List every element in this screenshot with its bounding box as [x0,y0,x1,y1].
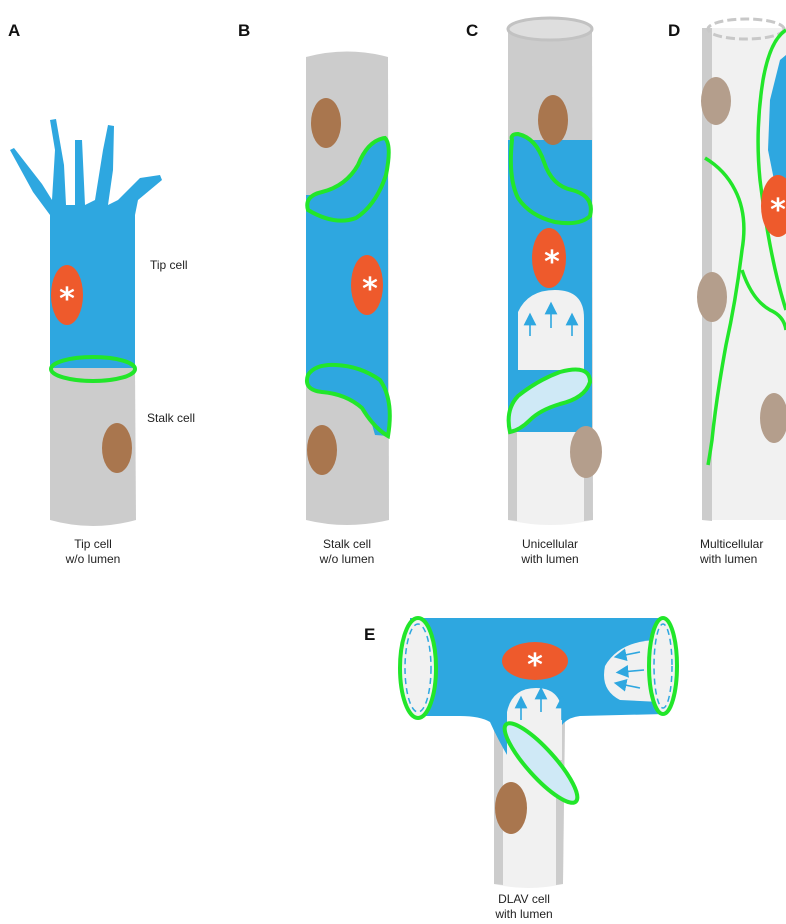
caption-b-line-2: w/o lumen [319,552,375,566]
panel-a: A * Tip cell Stalk cell Tip cell w/o lum… [8,21,195,566]
nucleus-faded [701,77,731,125]
caption-d-line-1: Multicellular [700,537,763,551]
panel-letter-e: E [364,625,375,644]
caption-c-line-2: with lumen [520,552,578,566]
lumen-pocket [518,290,584,370]
nucleus-asterisk: * [59,282,75,317]
tip-cell-body [10,119,162,368]
panel-letter-d: D [668,21,680,40]
junction-ring-right [649,618,677,714]
nucleus-stem [495,782,527,834]
caption-b-line-1: Stalk cell [323,537,371,551]
panel-b: B * Stalk cell w/o lumen [238,21,390,566]
panel-c: C * Unicellular with lumen [466,18,602,566]
caption-a-line-2: w/o lumen [65,552,121,566]
nucleus-asterisk: * [527,648,543,683]
nucleus-faded [570,426,602,478]
nucleus-asterisk: * [770,193,786,228]
nucleus-top [538,95,568,145]
nucleus-faded [697,272,727,322]
nucleus-asterisk: * [362,272,378,307]
caption-a-line-1: Tip cell [74,537,112,551]
panel-letter-c: C [466,21,478,40]
panel-letter-a: A [8,21,20,40]
panel-d: D * Multicellular with lumen [668,19,786,566]
label-stalk-cell: Stalk cell [147,411,195,425]
nucleus-stalk [102,423,132,473]
caption-e-line-2: with lumen [494,907,552,921]
vessel-opening [508,18,592,40]
label-tip-cell: Tip cell [150,258,188,272]
caption-c-line-1: Unicellular [522,537,578,551]
nucleus-bottom [307,425,337,475]
panel-letter-b: B [238,21,250,40]
nucleus-asterisk: * [544,245,560,280]
caption-e-line-1: DLAV cell [498,892,550,906]
nucleus-top [311,98,341,148]
panel-e: E * DLAV cell with lumen [364,618,677,921]
caption-d-line-2: with lumen [699,552,757,566]
